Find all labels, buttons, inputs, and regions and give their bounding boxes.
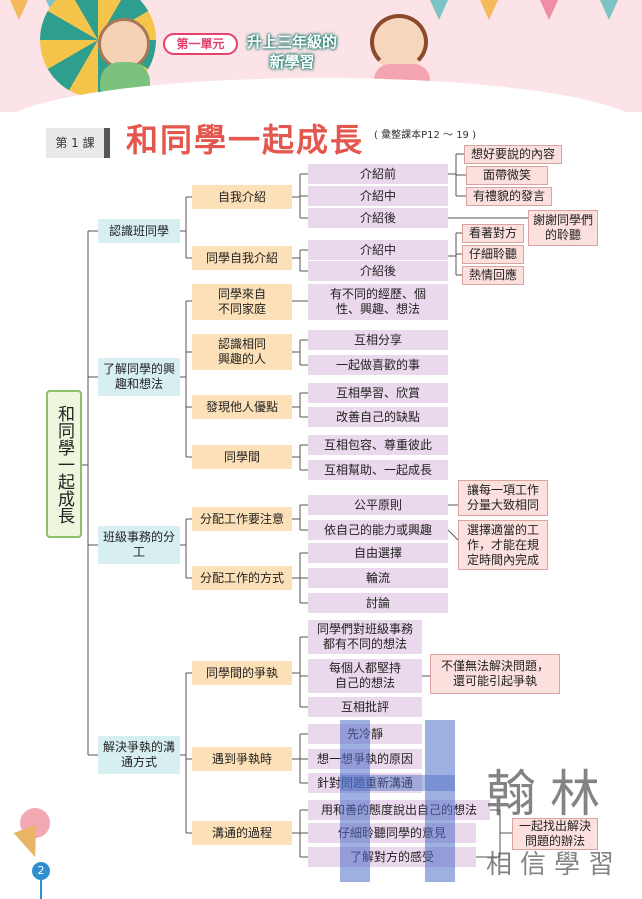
node-during-intro-2: 介紹中 (308, 240, 448, 260)
node-fair-principle: 公平原則 (308, 495, 448, 515)
node-rotate: 輪流 (308, 568, 448, 588)
lesson-title: 和同學一起成長 (126, 121, 365, 159)
node-self-intro: 自我介紹 (192, 185, 292, 209)
branch-class-duties: 班級事務的分工 (98, 526, 180, 564)
note-thank-listeners: 謝謝同學們的聆聽 (528, 210, 598, 246)
node-classmate-intro: 同學自我介紹 (192, 246, 292, 270)
note-find-solution: 一起找出解決問題的辦法 (512, 818, 598, 850)
node-do-together: 一起做喜歡的事 (308, 355, 448, 375)
node-after-intro-2: 介紹後 (308, 261, 448, 281)
node-discuss: 討論 (308, 593, 448, 613)
watermark-bar-middle (340, 775, 455, 791)
node-different-ideas: 同學們對班級事務都有不同的想法 (308, 620, 422, 654)
watermark-slogan: 相信學習 (486, 850, 623, 880)
boy-illustration (98, 18, 150, 70)
node-same-interest: 認識相同興趣的人 (192, 334, 292, 370)
node-share: 互相分享 (308, 330, 448, 350)
node-find-merit: 發現他人優點 (192, 395, 292, 419)
node-different-experience: 有不同的經歷、個性、興趣、想法 (308, 284, 448, 320)
node-between-classmates: 同學間 (192, 445, 292, 469)
note-polite-speech: 有禮貌的發言 (466, 187, 552, 206)
ice-cream-illustration (20, 808, 50, 838)
lesson-tag: 第 1 課 (46, 128, 110, 158)
node-before-intro: 介紹前 (308, 164, 448, 184)
watermark-bar-left (340, 720, 370, 882)
page-edge-line (40, 880, 42, 899)
node-criticize: 互相批評 (308, 697, 422, 717)
textbook-reference: ( 彙整課本P12 ～ 19 ) (374, 130, 476, 141)
watermark-brand: 翰林 (486, 765, 614, 823)
note-listen-carefully: 仔細聆聽 (462, 245, 524, 264)
node-different-family: 同學來自不同家庭 (192, 284, 292, 320)
node-kind-attitude: 用和善的態度說出自己的想法 (308, 800, 490, 820)
note-warm-response: 熱情回應 (462, 266, 524, 285)
watermark-bar-right (425, 720, 455, 882)
note-choose-suitable: 選擇適當的工作，才能在規定時間內完成 (458, 520, 548, 570)
note-equal-workload: 讓每一項工作分量大致相同 (458, 480, 548, 516)
node-assign-notes: 分配工作要注意 (192, 507, 292, 531)
node-meet-dispute: 遇到爭執時 (192, 747, 292, 771)
node-free-choice: 自由選擇 (308, 543, 448, 563)
unit-label: 第一單元 (163, 33, 238, 55)
node-insist: 每個人都堅持自己的想法 (308, 659, 422, 693)
note-look-at-other: 看著對方 (462, 224, 524, 243)
note-smile: 面帶微笑 (466, 166, 548, 185)
node-help-each-other: 互相幫助、一起成長 (308, 460, 448, 480)
node-learn-each-other: 互相學習、欣賞 (308, 383, 448, 403)
note-think-content: 想好要說的內容 (464, 145, 562, 164)
unit-title: 升上三年級的新學習 (246, 33, 337, 71)
note-cause-dispute: 不僅無法解決問題，還可能引起爭執 (430, 654, 560, 694)
node-assign-methods: 分配工作的方式 (192, 566, 292, 590)
node-by-ability: 依自己的能力或興趣 (308, 520, 448, 540)
node-tolerate: 互相包容、尊重彼此 (308, 435, 448, 455)
node-after-intro: 介紹後 (308, 208, 448, 228)
node-during-intro: 介紹中 (308, 186, 448, 206)
branch-resolve-disputes: 解決爭執的溝通方式 (98, 736, 180, 774)
node-communication-process: 溝通的過程 (192, 821, 292, 845)
mindmap-root: 和同學一起成長 (46, 390, 82, 538)
node-classmate-dispute: 同學間的爭執 (192, 661, 292, 685)
node-improve-self: 改善自己的缺點 (308, 407, 448, 427)
branch-know-classmates: 認識班同學 (98, 219, 180, 243)
branch-understand-interests: 了解同學的興趣和想法 (98, 358, 180, 396)
page-number: 2 (32, 862, 50, 880)
